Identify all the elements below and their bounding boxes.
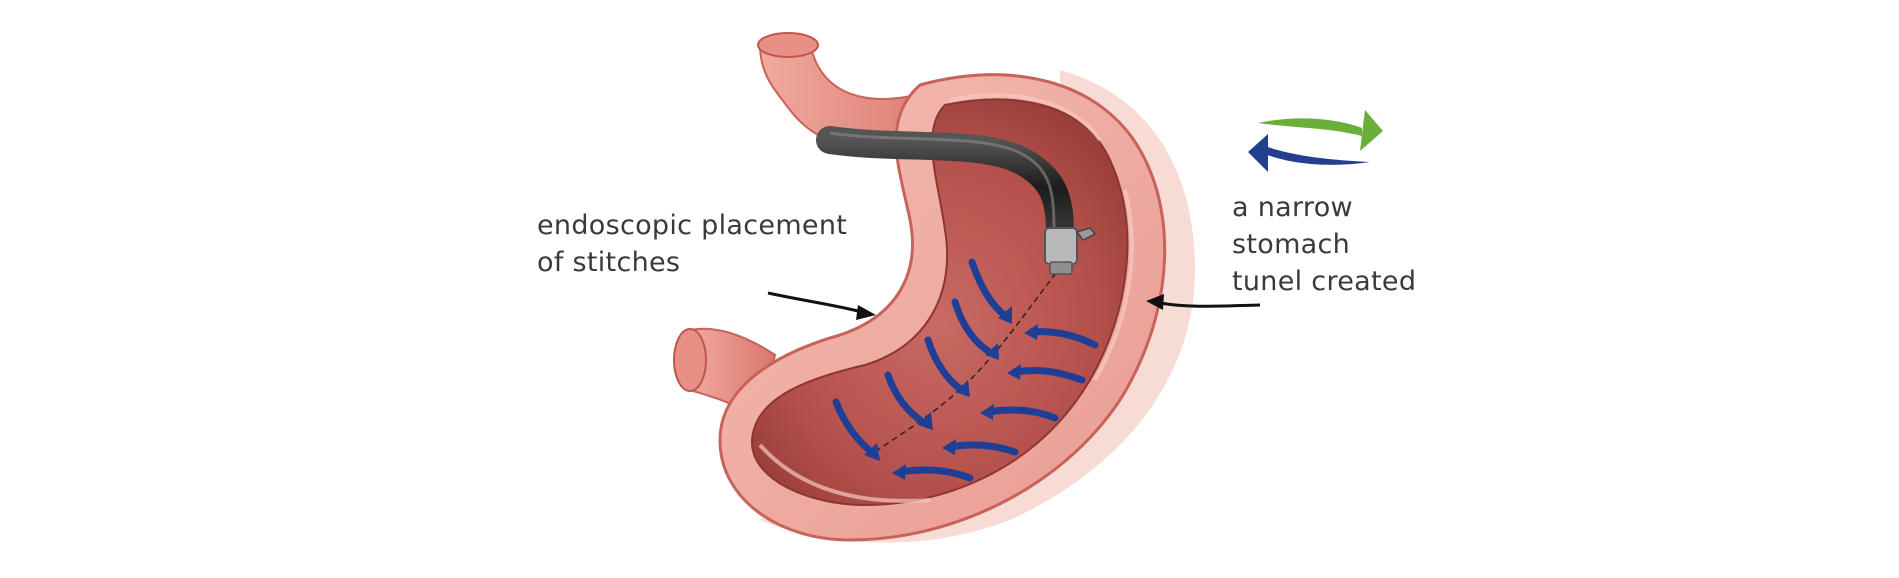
stitch-arrowhead-2 xyxy=(985,343,999,360)
esophagus-opening xyxy=(757,32,819,58)
duodenum-opening xyxy=(673,328,707,392)
stitch-arrowhead-9 xyxy=(942,439,956,455)
stitch-arrowhead-3 xyxy=(955,380,970,397)
pointer-arrow-right xyxy=(1159,301,1261,308)
stitch-arrowhead-5 xyxy=(864,443,880,461)
tunnel-label-line-1: a narrow xyxy=(1232,192,1353,223)
stitch-arrowhead-1 xyxy=(998,306,1012,324)
blue-rotate-arrow xyxy=(1265,146,1370,165)
stitch-arrowhead-4 xyxy=(918,412,933,430)
stitches-label-line-2: of stitches xyxy=(537,247,681,278)
pointer-arrow-left xyxy=(767,291,863,314)
pointer-arrowhead-right xyxy=(1146,294,1164,310)
green-rotate-arrow xyxy=(1258,118,1362,136)
tunnel-label-line-2: stomach xyxy=(1232,229,1351,260)
stitch-arrow-6 xyxy=(1028,328,1099,349)
stitch-arrow-8 xyxy=(984,406,1059,422)
tunnel-label: a narrow stomach tunel created xyxy=(1232,189,1416,300)
stitch-line xyxy=(869,249,1076,456)
suture-device xyxy=(1075,227,1097,241)
stitch-arrowhead-6 xyxy=(1024,324,1038,340)
green-rotate-arrowhead xyxy=(1360,110,1383,151)
stitch-arrowhead-10 xyxy=(892,464,906,480)
stitch-arrowhead-7 xyxy=(1007,364,1021,380)
endoscope-tube xyxy=(816,126,1074,249)
stitch-arrow-9 xyxy=(946,441,1019,456)
mucosa-edge xyxy=(758,93,1134,503)
endoscope-tube-highlight xyxy=(829,131,1056,231)
tunnel-label-line-3: tunel created xyxy=(1232,266,1417,297)
pointer-arrowhead-left xyxy=(856,305,876,320)
blue-rotate-arrowhead xyxy=(1248,134,1268,172)
stitch-arrow-10 xyxy=(896,466,974,482)
stitches-label: endoscopic placement of stitches xyxy=(537,207,847,281)
stitch-arrow-7 xyxy=(1011,366,1086,384)
stitch-arrowhead-8 xyxy=(980,404,994,420)
stomach-inner-cavity xyxy=(750,98,1129,507)
stitches-label-line-1: endoscopic placement xyxy=(537,210,848,241)
endoscope-tip-cap xyxy=(1049,261,1073,275)
